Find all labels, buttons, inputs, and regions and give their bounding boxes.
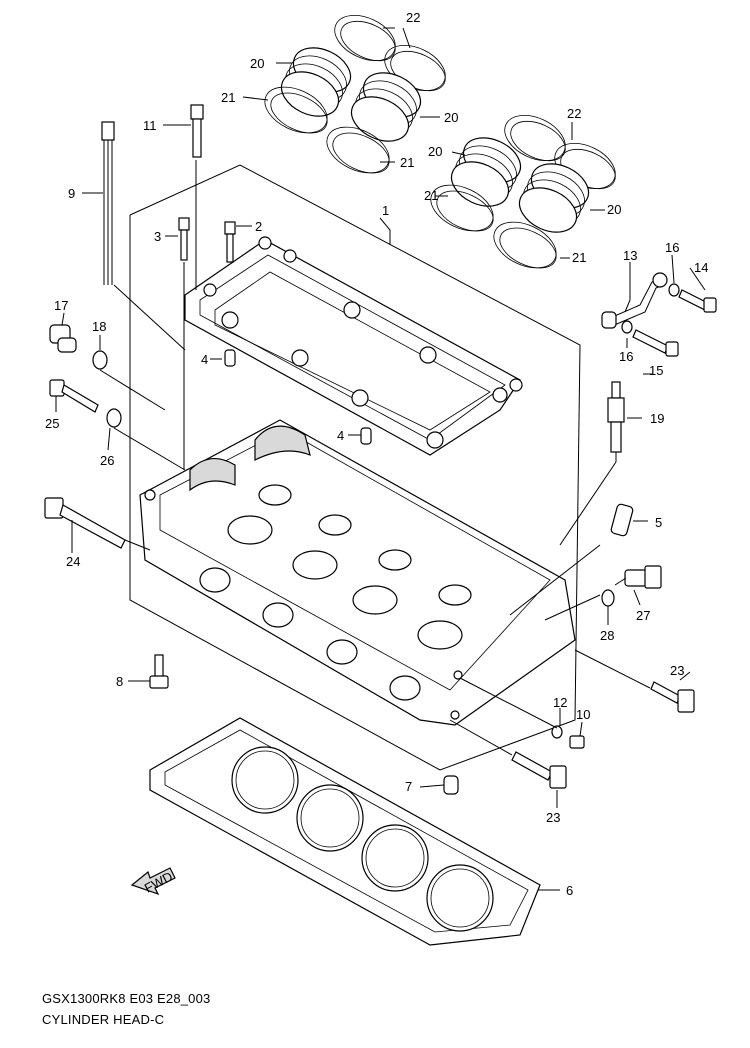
callout-20: 20 bbox=[607, 202, 621, 217]
callout-15: 15 bbox=[649, 363, 663, 378]
callout-28: 28 bbox=[600, 628, 614, 643]
callout-20: 20 bbox=[444, 110, 458, 125]
callout-18: 18 bbox=[92, 319, 106, 334]
callout-12: 12 bbox=[553, 695, 567, 710]
callout-26: 26 bbox=[100, 453, 114, 468]
stud-bolt-9 bbox=[101, 121, 115, 285]
callout-11: 11 bbox=[143, 118, 157, 133]
diagram-title: CYLINDER HEAD-C bbox=[42, 1012, 165, 1027]
callout-4: 4 bbox=[337, 428, 344, 443]
cylinder-head bbox=[139, 419, 576, 726]
bolt-24 bbox=[44, 497, 126, 549]
callout-5: 5 bbox=[655, 515, 662, 530]
bolt-14 bbox=[678, 289, 717, 313]
bolt-11 bbox=[190, 104, 204, 158]
bolt-10 bbox=[569, 735, 585, 749]
callout-20: 20 bbox=[250, 56, 264, 71]
callout-27: 27 bbox=[636, 608, 650, 623]
intake-boot-20c bbox=[450, 137, 522, 207]
leader-lines bbox=[55, 27, 706, 891]
dowel-pin-4b bbox=[360, 427, 372, 445]
combustion-chambers bbox=[227, 484, 472, 650]
callout-13: 13 bbox=[623, 248, 637, 263]
spark-plug-19 bbox=[607, 381, 625, 462]
bolt-8 bbox=[149, 654, 169, 689]
callout-8: 8 bbox=[116, 674, 123, 689]
head-gasket bbox=[149, 717, 541, 946]
sleeve-5 bbox=[610, 503, 634, 537]
callout-21: 21 bbox=[400, 155, 414, 170]
dowel-pin-4a bbox=[224, 349, 236, 367]
callout-19: 19 bbox=[650, 411, 664, 426]
callout-21: 21 bbox=[221, 90, 235, 105]
assembly-frame bbox=[129, 164, 581, 771]
intake-boot-20a bbox=[280, 47, 352, 117]
intake-boot-20d bbox=[518, 163, 590, 233]
bolt-15 bbox=[632, 329, 679, 357]
callout-3: 3 bbox=[154, 229, 161, 244]
callout-21: 21 bbox=[424, 188, 438, 203]
callout-21: 21 bbox=[572, 250, 586, 265]
fwd-arrow: FWD bbox=[130, 867, 176, 896]
bolt-3 bbox=[178, 217, 190, 261]
callout-20: 20 bbox=[428, 144, 442, 159]
callout-17: 17 bbox=[54, 298, 68, 313]
washer-16a bbox=[668, 283, 680, 297]
washer-28 bbox=[601, 589, 615, 607]
washer-18 bbox=[92, 350, 108, 370]
oil-pipe-13 bbox=[601, 272, 668, 329]
bolt-23a bbox=[650, 681, 695, 713]
callout-22: 22 bbox=[567, 106, 581, 121]
bolt-25 bbox=[49, 379, 99, 413]
callout-24: 24 bbox=[66, 554, 80, 569]
callout-2: 2 bbox=[255, 219, 262, 234]
plug-17 bbox=[49, 324, 77, 353]
washer-26 bbox=[106, 408, 122, 428]
callout-16: 16 bbox=[665, 240, 679, 255]
callout-14: 14 bbox=[694, 260, 708, 275]
washer-12 bbox=[551, 725, 563, 739]
callout-25: 25 bbox=[45, 416, 59, 431]
callout-16: 16 bbox=[619, 349, 633, 364]
washer-16b bbox=[621, 320, 633, 334]
callout-7: 7 bbox=[405, 779, 412, 794]
sensor-27 bbox=[614, 565, 662, 589]
callout-9: 9 bbox=[68, 186, 75, 201]
intake-ports bbox=[199, 567, 421, 701]
cam-housing bbox=[184, 236, 523, 456]
intake-boot-group-right bbox=[430, 114, 616, 269]
bolt-23b bbox=[511, 751, 567, 789]
model-code: GSX1300RK8 E03 E28_003 bbox=[42, 991, 211, 1006]
callout-4: 4 bbox=[201, 352, 208, 367]
callout-22: 22 bbox=[406, 10, 420, 25]
bolt-2 bbox=[224, 221, 236, 263]
dowel-pin-7 bbox=[443, 775, 459, 795]
callout-23: 23 bbox=[670, 663, 684, 678]
callout-23: 23 bbox=[546, 810, 560, 825]
callout-1: 1 bbox=[382, 203, 389, 218]
callout-labels: 22 20 21 20 21 22 20 20 21 21 11 9 3 2 1… bbox=[45, 10, 708, 898]
callout-6: 6 bbox=[566, 883, 573, 898]
intake-boot-20b bbox=[350, 72, 422, 142]
intake-boot-group-left bbox=[264, 14, 446, 174]
callout-10: 10 bbox=[576, 707, 590, 722]
